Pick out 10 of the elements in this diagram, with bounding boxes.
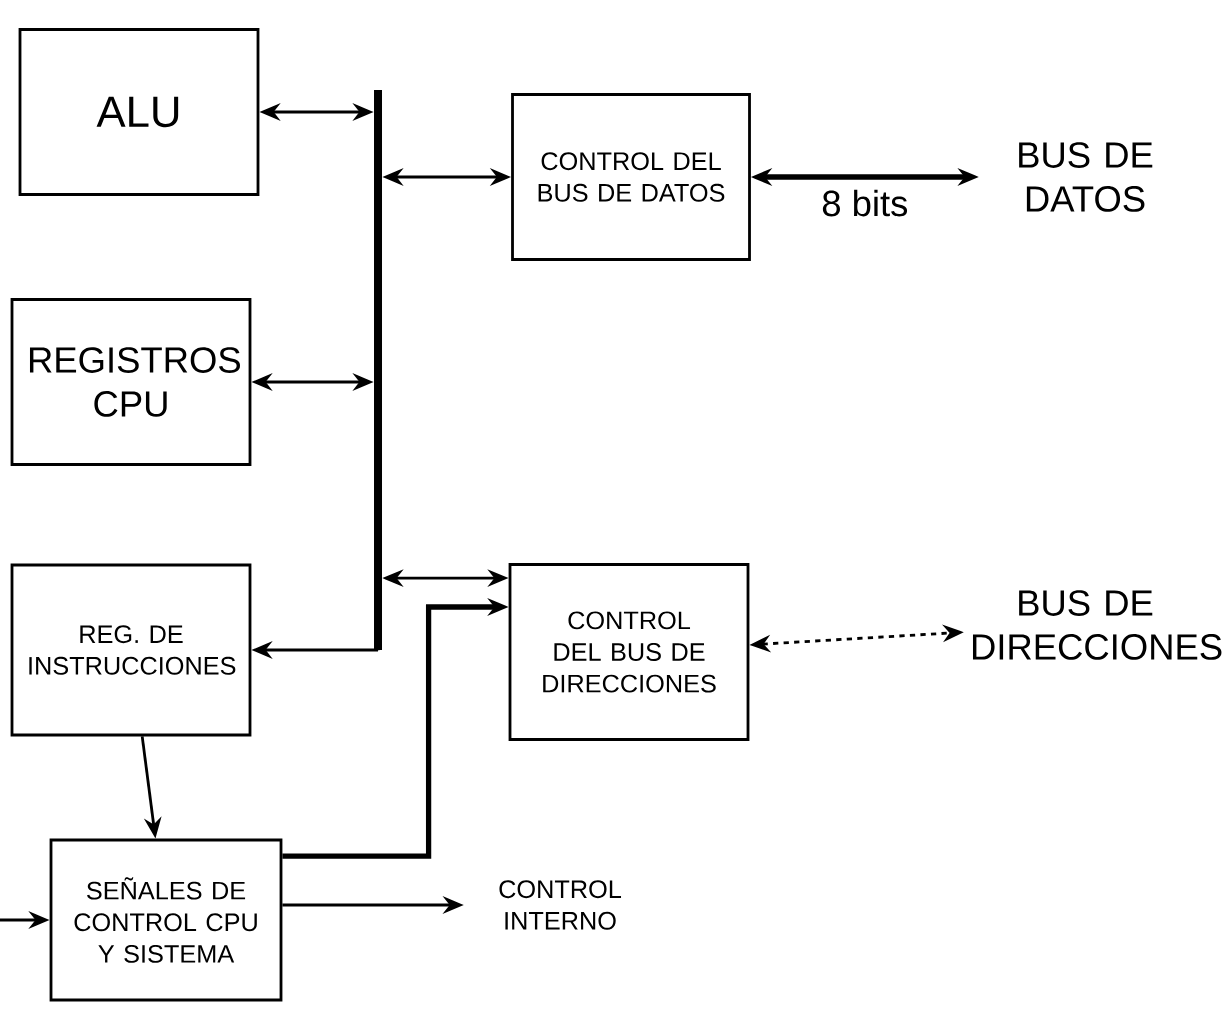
block-box: REGISTROS CPU <box>10 298 252 466</box>
edge-label: 8 bits <box>819 187 911 219</box>
block-box: ALU <box>18 28 260 196</box>
block-box: CONTROL DEL BUS DE DIRECCIONES <box>508 563 750 741</box>
bus-label: CONTROL INTERNO <box>499 880 621 930</box>
block-box: REG. DE INSTRUCCIONES <box>10 563 252 737</box>
bus-label: BUS DE DATOS <box>1019 142 1153 212</box>
bus-label: BUS DE DIRECCIONES <box>973 590 1222 660</box>
block-box: SEÑALES DE CONTROL CPU Y SISTEMA <box>49 838 283 1002</box>
block-box: CONTROL DEL BUS DE DATOS <box>511 93 751 261</box>
